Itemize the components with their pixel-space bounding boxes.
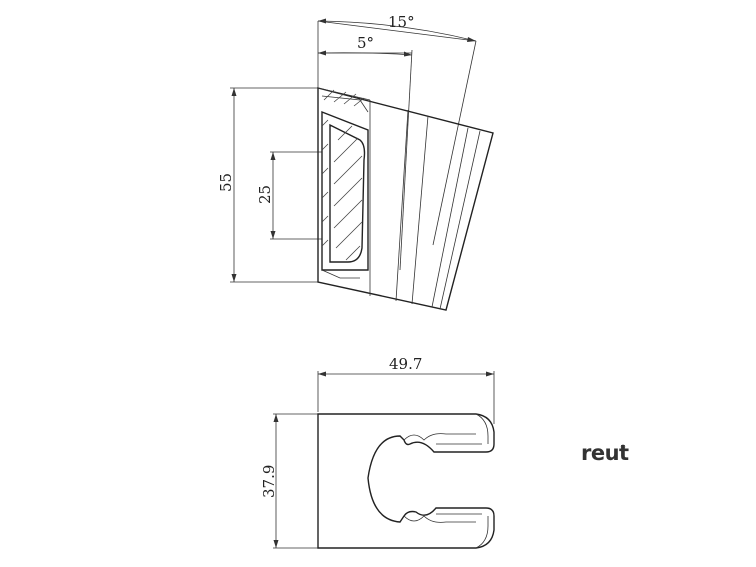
height-dimension-55: 55 [217, 87, 318, 283]
width-dimension-49-7: 49.7 [317, 355, 495, 424]
logo-text: reut [581, 441, 629, 465]
holder-side-body [317, 87, 494, 311]
clip-cross-section [321, 89, 369, 279]
depth-dimension-37-9: 37.9 [260, 413, 318, 549]
holder-top-body [317, 413, 495, 549]
top-view: 49.7 37.9 [260, 355, 495, 549]
angle-dimension-5: 5° [317, 34, 413, 271]
logo-registered-mark: ® [620, 444, 626, 451]
height-55-label: 55 [217, 173, 235, 192]
angle-dimension-15: 15° [317, 13, 477, 246]
width-49-7-label: 49.7 [389, 355, 422, 373]
angle-15-label: 15° [388, 13, 415, 31]
angle-5-label: 5° [357, 34, 374, 52]
height-dimension-25: 25 [256, 151, 322, 240]
reut-logo: reut ® [581, 441, 630, 465]
side-view: 15° 5° 55 25 [217, 13, 494, 311]
depth-37-9-label: 37.9 [260, 465, 278, 498]
height-25-label: 25 [256, 185, 274, 204]
